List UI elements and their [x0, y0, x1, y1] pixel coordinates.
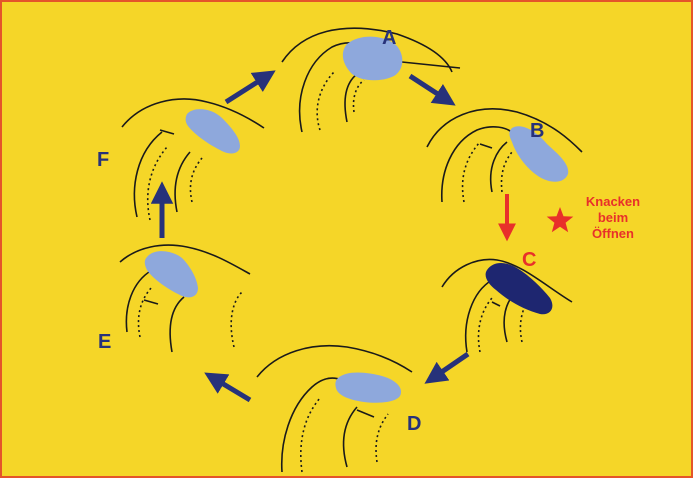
stage-label-c: C: [522, 249, 536, 271]
stage-label-a: A: [382, 27, 396, 49]
stage-c-disc: [486, 263, 553, 314]
stage-label-f: F: [97, 149, 109, 171]
click-note-line-3: Öffnen: [592, 226, 634, 241]
arrow-a-to-b: [410, 76, 450, 102]
click-note-line-2: beim: [598, 210, 628, 225]
stage-f-disc: [186, 109, 240, 153]
stage-label-e: E: [98, 331, 111, 353]
stage-label-b: B: [530, 120, 544, 142]
click-star-icon: [547, 207, 574, 232]
click-note-line-1: Knacken: [586, 194, 640, 209]
arrow-c-to-d: [430, 354, 468, 380]
arrow-d-to-e: [210, 376, 250, 400]
stage-d-disc: [335, 373, 401, 403]
arrow-f-to-a: [226, 74, 270, 102]
stage-d-sketch: [257, 346, 412, 472]
stage-e-sketch: [120, 245, 250, 352]
stage-label-d: D: [407, 413, 421, 435]
stage-e-disc: [145, 251, 198, 297]
